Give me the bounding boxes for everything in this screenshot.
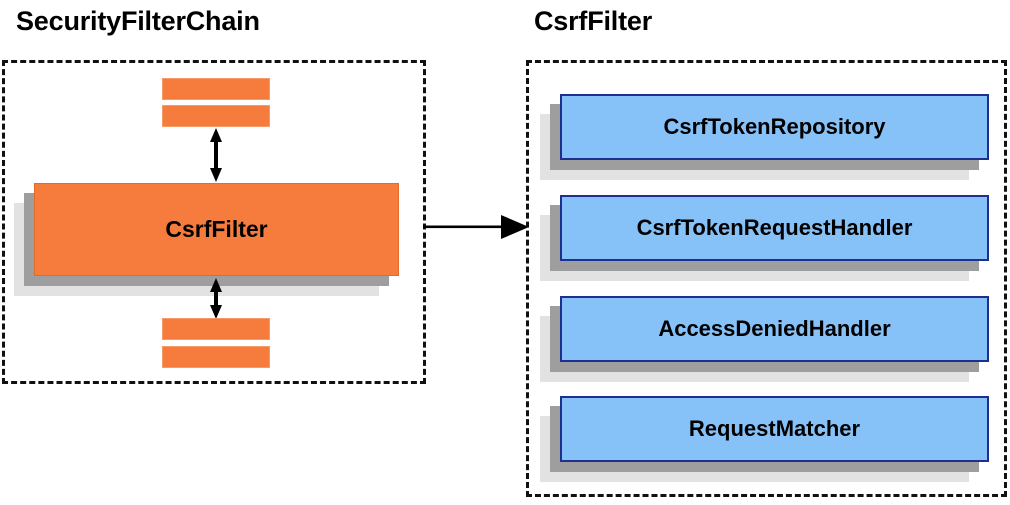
csrf-filter-container xyxy=(526,60,1007,497)
security-filter-chain-title: SecurityFilterChain xyxy=(16,6,260,36)
collaborator-label: RequestMatcher xyxy=(560,396,989,462)
collaborator-card-request-matcher[interactable]: RequestMatcher xyxy=(540,396,989,482)
filter-bar-above-1 xyxy=(162,78,270,100)
security-filter-chain-container xyxy=(2,60,426,384)
double-arrow-below-icon xyxy=(210,278,222,319)
collaborator-label: AccessDeniedHandler xyxy=(560,296,989,362)
collaborator-card-csrf-token-request-handler[interactable]: CsrfTokenRequestHandler xyxy=(540,195,989,281)
collaborator-label: CsrfTokenRequestHandler xyxy=(560,195,989,261)
filter-bar-below-2 xyxy=(162,346,270,368)
collaborator-label: CsrfTokenRepository xyxy=(560,94,989,160)
expands-to-arrow-icon xyxy=(423,215,529,239)
csrf-filter-card[interactable]: CsrfFilter xyxy=(14,183,399,296)
filter-bar-above-2 xyxy=(162,105,270,127)
collaborator-card-csrf-token-repository[interactable]: CsrfTokenRepository xyxy=(540,94,989,180)
csrf-filter-detail-title: CsrfFilter xyxy=(534,6,653,36)
double-arrow-above-icon xyxy=(210,128,222,182)
csrf-filter-label: CsrfFilter xyxy=(34,183,399,276)
filter-bar-below-1 xyxy=(162,318,270,340)
collaborator-card-access-denied-handler[interactable]: AccessDeniedHandler xyxy=(540,296,989,382)
